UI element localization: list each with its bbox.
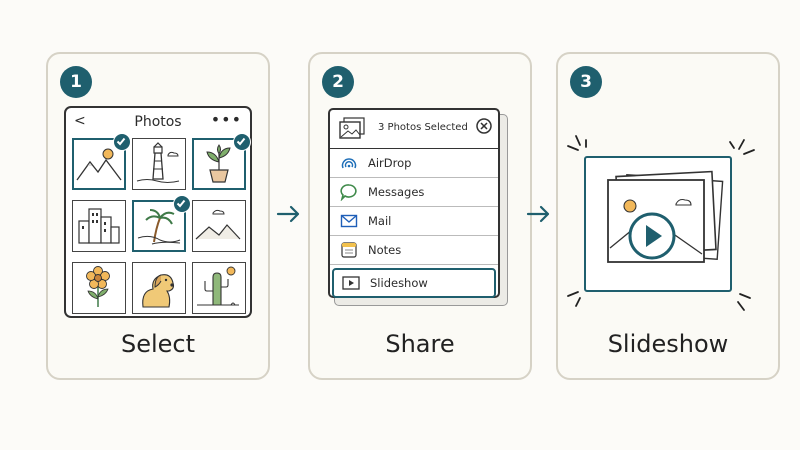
share-option-slideshow[interactable]: Slideshow <box>332 268 496 298</box>
play-icon <box>342 276 360 290</box>
lighthouse-icon <box>136 142 180 183</box>
dog-icon <box>142 274 175 308</box>
slideshow-frame <box>584 156 732 292</box>
photo-tile-dog[interactable] <box>132 262 186 314</box>
potted-plant-icon <box>206 144 231 183</box>
selected-check-icon <box>173 195 191 213</box>
step-number-badge: 3 <box>570 66 602 98</box>
selected-check-icon <box>113 133 131 151</box>
palm-tree-beach-icon <box>137 209 181 245</box>
photo-tile-city[interactable] <box>72 200 126 252</box>
share-option-mail[interactable]: Mail <box>330 207 498 236</box>
photos-title: Photos <box>134 114 182 130</box>
share-option-notes[interactable]: Notes <box>330 236 498 265</box>
selected-check-icon <box>233 133 251 151</box>
photo-tile-cactus[interactable] <box>192 262 246 314</box>
share-option-label: Notes <box>368 243 402 257</box>
hills-icon <box>195 209 241 240</box>
step-number-badge: 2 <box>322 66 354 98</box>
step-number-badge: 1 <box>60 66 92 98</box>
more-options-icon[interactable]: ••• <box>210 110 242 129</box>
step-panel-select: 1 < Photos ••• <box>46 52 270 380</box>
notes-icon <box>341 242 357 258</box>
close-icon[interactable] <box>475 117 493 135</box>
photo-tile-plant[interactable] <box>192 133 251 190</box>
photo-tile-hills[interactable] <box>192 200 246 252</box>
phone-photos-screen: < Photos ••• <box>64 106 252 318</box>
share-option-messages[interactable]: Messages <box>330 178 498 207</box>
step-caption: Select <box>120 330 196 358</box>
photos-stack-icon <box>339 117 365 139</box>
airdrop-icon <box>341 158 357 169</box>
cactus-desert-icon <box>197 266 239 306</box>
share-option-label: Slideshow <box>370 276 428 290</box>
photo-tile-lighthouse[interactable] <box>132 138 186 190</box>
share-option-airdrop[interactable]: AirDrop <box>330 149 498 178</box>
sparkle-lines-icon <box>567 135 755 311</box>
photo-tile-mountains[interactable] <box>72 133 131 190</box>
right-arrow-icon <box>526 205 550 223</box>
share-sheet: 3 Photos Selected AirDrop Messages <box>328 108 500 298</box>
mountains-sun-icon <box>76 148 122 181</box>
right-arrow-icon <box>276 205 300 223</box>
step-caption: Slideshow <box>607 330 729 358</box>
share-option-label: Mail <box>368 214 392 228</box>
photo-tile-palm-beach[interactable] <box>132 195 191 252</box>
share-options-list: AirDrop Messages Mail <box>330 148 498 298</box>
mail-icon <box>340 214 358 228</box>
step-panel-slideshow: 3 Slideshow <box>556 52 780 380</box>
step-panel-share: 2 3 Photos Selected AirDr <box>308 52 532 380</box>
share-sheet-title: 3 Photos Selected <box>378 122 468 133</box>
photos-header: < Photos ••• <box>66 110 250 134</box>
city-buildings-icon <box>78 208 120 244</box>
flower-icon <box>86 266 110 307</box>
back-chevron-icon[interactable]: < <box>74 113 86 129</box>
share-option-label: Messages <box>368 185 425 199</box>
share-sheet-header: 3 Photos Selected <box>330 110 498 148</box>
step-caption: Share <box>385 330 455 358</box>
share-option-label: AirDrop <box>368 156 412 170</box>
photo-tile-flower[interactable] <box>72 262 126 314</box>
play-button-icon[interactable] <box>626 210 678 262</box>
messages-icon <box>340 184 357 201</box>
